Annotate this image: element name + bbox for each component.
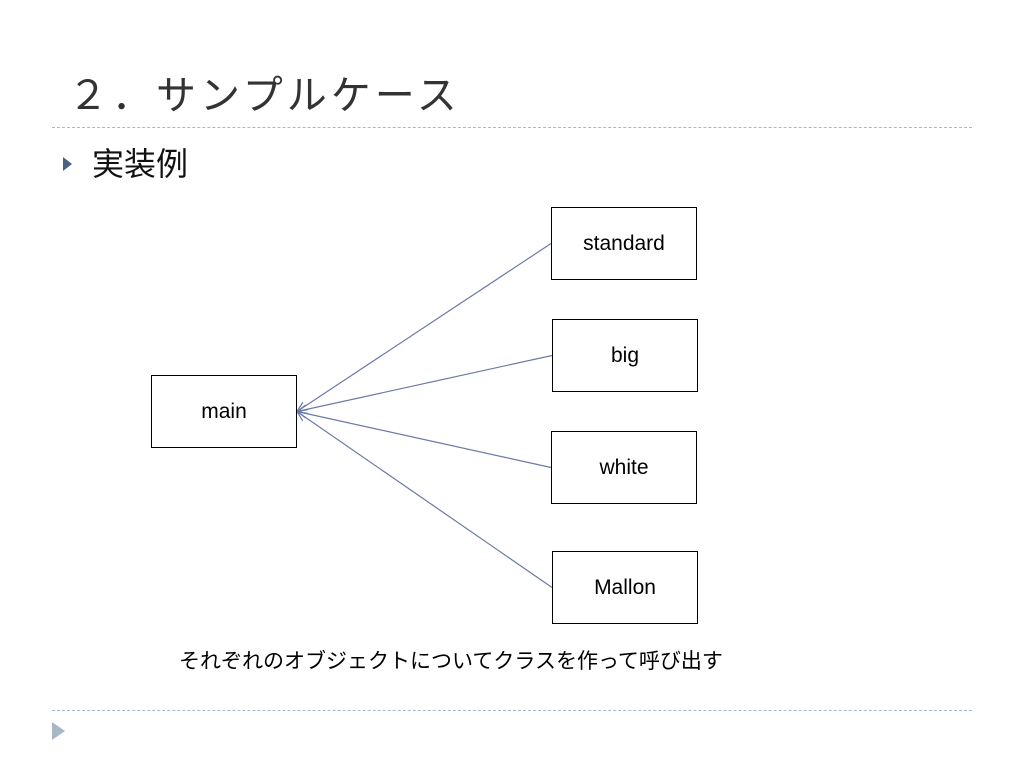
arrowhead-big-to-main [295,404,308,415]
arrowhead-standard-to-main [295,401,308,413]
arrowhead-mallon-to-main [295,410,308,422]
bullet-triangle-icon [63,157,72,171]
edge-standard-to-main [296,242,552,413]
node-standard: standard [551,207,697,280]
title-divider [52,127,972,128]
slide-title: ２．サンプルケース [68,73,461,119]
edge-big-to-main [296,354,553,413]
diagram-caption: それぞれのオブジェクトについてクラスを作って呼び出す [179,649,723,673]
node-main: main [151,375,297,448]
node-white: white [551,431,697,504]
edge-mallon-to-main [296,411,553,588]
bullet-text: 実装例 [92,145,189,183]
node-mallon: Mallon [552,551,698,624]
footer-divider [52,710,972,711]
footer-triangle-icon [52,722,65,740]
arrowhead-white-to-main [295,408,308,419]
edge-white-to-main [296,410,552,469]
node-big: big [552,319,698,392]
